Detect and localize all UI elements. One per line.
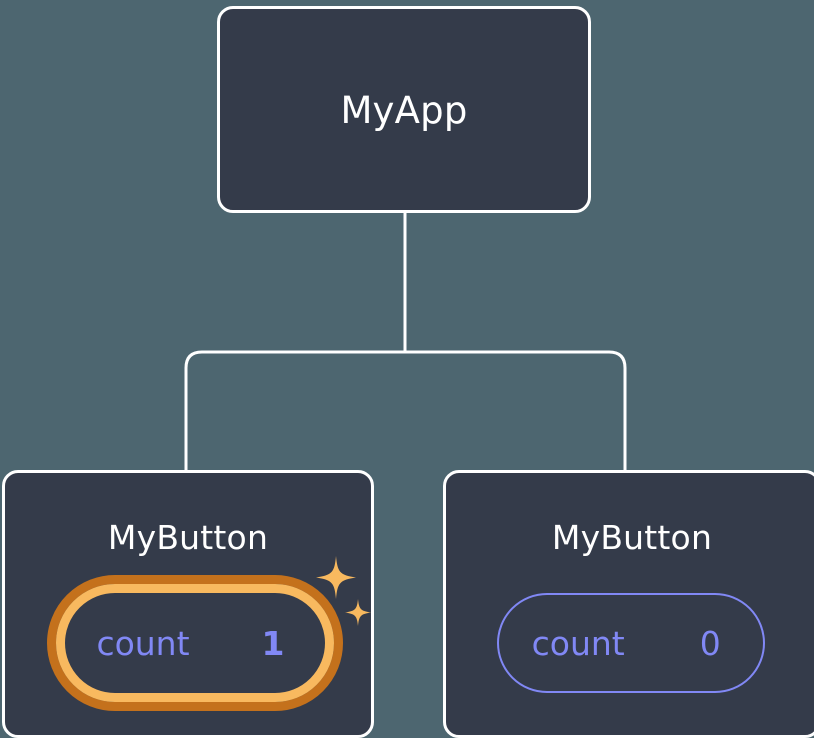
node-title-myapp: MyApp: [220, 89, 588, 132]
pill-body: count 1: [65, 593, 325, 693]
node-mybutton-left[interactable]: MyButton count 1: [2, 470, 374, 738]
node-title-mybutton-right: MyButton: [446, 518, 814, 557]
state-pill-highlighted[interactable]: count 1: [47, 575, 343, 711]
state-value-left: 1: [221, 593, 325, 693]
state-label-left: count: [65, 593, 221, 693]
node-mybutton-right[interactable]: MyButton count 0: [443, 470, 814, 738]
state-pill-plain[interactable]: count 0: [497, 593, 765, 693]
state-label-right: count: [499, 595, 657, 691]
node-myapp[interactable]: MyApp: [217, 6, 591, 213]
node-title-mybutton-left: MyButton: [5, 518, 371, 557]
state-value-right: 0: [657, 595, 763, 691]
edge-bar-to-children: [186, 352, 625, 470]
